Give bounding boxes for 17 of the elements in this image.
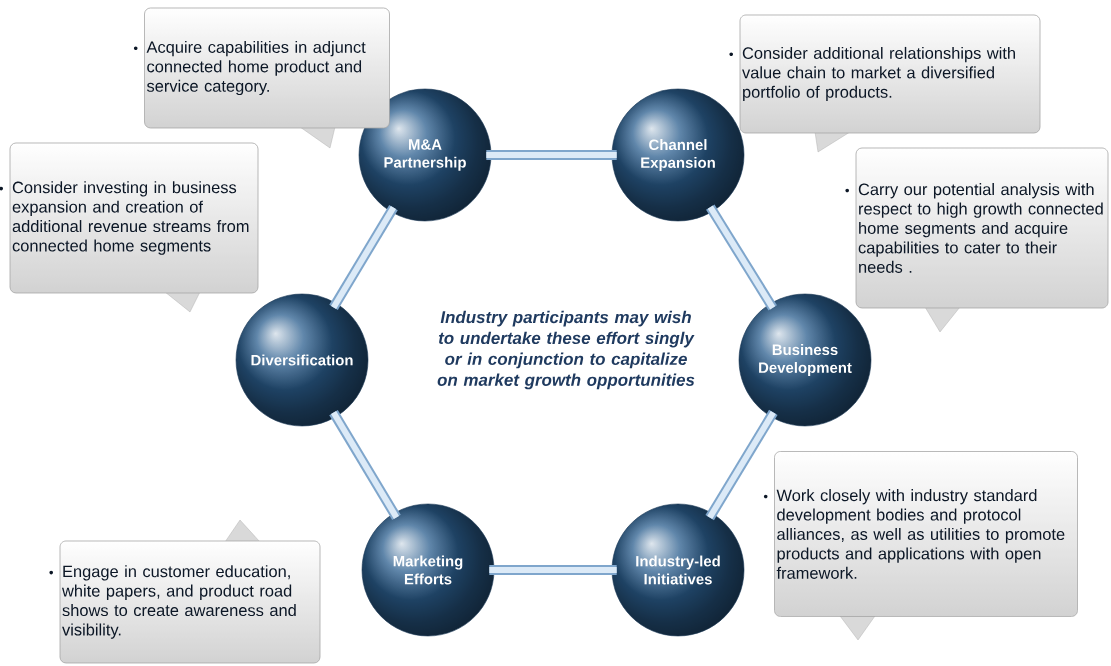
- sphere-node: Diversification: [235, 293, 369, 427]
- sphere-node: Marketing Efforts: [361, 503, 495, 637]
- tube-connector: [329, 205, 398, 310]
- sphere-node: Business Development: [738, 293, 872, 427]
- callout-box: Acquire capabilities in adjunct connected home product and service category.: [133, 7, 390, 149]
- tube-connector: [489, 565, 617, 575]
- sphere-node: Industry-led Initiatives: [611, 503, 745, 637]
- callout-box: Engage in customer education, white papers, and product road shows to create awareness and visibility.: [49, 519, 321, 664]
- tube-connector: [705, 409, 778, 521]
- center-statement: Industry participants may wish to undertake these effort singly or in conjunction to capitalize on market growth opportunities: [437, 310, 695, 390]
- callout-box: Work closely with industry standard development bodies and protocol alliances, as well as utilities to promote products and applications with open framework.: [763, 451, 1078, 641]
- callout-box: Consider investing in business expansion and creation of additional revenue streams from connected home segments: [0, 142, 259, 313]
- tube-connector: [706, 204, 777, 311]
- callout-box: Carry our potential analysis with respect to high growth connected home segments and acquire capabilities to cater to their needs .: [845, 147, 1109, 333]
- tube-connector: [486, 150, 617, 160]
- callout-box: Consider additional relationships with value chain to market a diversified portfolio of products.: [729, 14, 1041, 153]
- tube-connector: [329, 410, 401, 520]
